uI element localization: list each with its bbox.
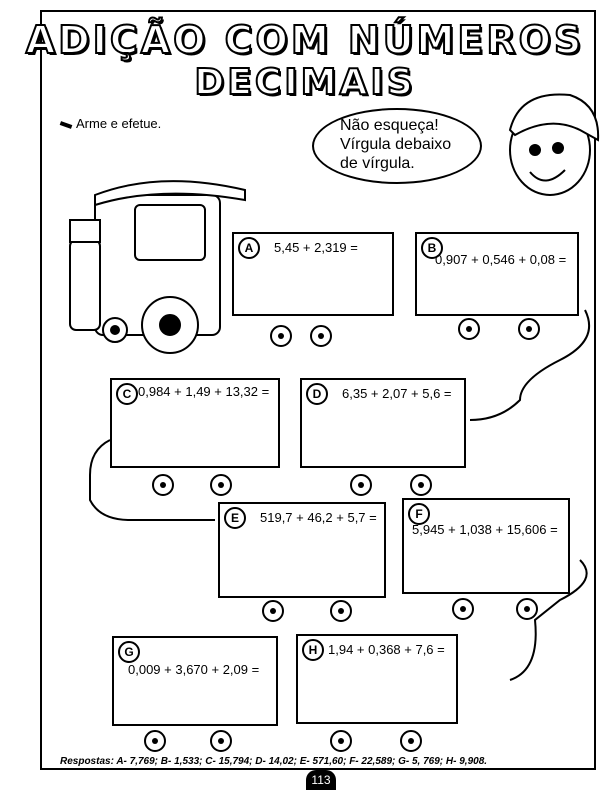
- wheel-icon: [400, 730, 422, 752]
- wheel-icon: [270, 325, 292, 347]
- bubble-line-3: de vírgula.: [340, 155, 415, 172]
- boy-face-icon: [508, 93, 600, 196]
- wheel-icon: [518, 318, 540, 340]
- track-connector: [89, 309, 590, 681]
- page-number: 113: [306, 770, 336, 790]
- exercise-d-label: D: [306, 383, 328, 405]
- exercise-e-label: E: [224, 507, 246, 529]
- exercise-f-label: F: [408, 503, 430, 525]
- wheel-icon: [210, 474, 232, 496]
- wheel-icon: [210, 730, 232, 752]
- exercise-c-expression: 0,984 + 1,49 + 13,32 =: [138, 384, 270, 399]
- wheel-icon: [452, 598, 474, 620]
- wheel-icon: [350, 474, 372, 496]
- wheel-icon: [144, 730, 166, 752]
- exercise-c-box[interactable]: C 0,984 + 1,49 + 13,32 =: [110, 378, 280, 468]
- speech-bubble: [312, 108, 482, 184]
- exercise-h-expression: 1,94 + 0,368 + 7,6 =: [328, 642, 445, 657]
- wheel-icon: [310, 325, 332, 347]
- speech-bubble-text: Não esqueça! Vírgula debaixo de vírgula.: [340, 116, 451, 173]
- wheel-icon: [152, 474, 174, 496]
- train-engine-icon: [69, 180, 246, 354]
- exercise-b-box[interactable]: B 0,907 + 0,546 + 0,08 =: [415, 232, 579, 316]
- bubble-line-2: Vírgula debaixo: [340, 136, 452, 153]
- wheel-icon: [410, 474, 432, 496]
- instruction: Arme e efetue.: [59, 116, 162, 131]
- exercise-d-expression: 6,35 + 2,07 + 5,6 =: [342, 386, 452, 401]
- exercise-f-box[interactable]: F 5,945 + 1,038 + 15,606 =: [402, 498, 570, 594]
- wheel-icon: [330, 600, 352, 622]
- exercise-b-label: B: [421, 237, 443, 259]
- title-line-2: DECIMAIS: [193, 61, 416, 104]
- bubble-line-1: Não esqueça!: [340, 117, 439, 134]
- exercise-e-expression: 519,7 + 46,2 + 5,7 =: [260, 510, 377, 525]
- exercise-g-label: G: [118, 641, 140, 663]
- exercise-a-label: A: [238, 237, 260, 259]
- instruction-text: Arme e efetue.: [76, 116, 162, 131]
- exercise-a-box[interactable]: A 5,45 + 2,319 =: [232, 232, 394, 316]
- exercise-g-box[interactable]: G 0,009 + 3,670 + 2,09 =: [112, 636, 278, 726]
- wheel-icon: [262, 600, 284, 622]
- exercise-c-label: C: [116, 383, 138, 405]
- exercise-f-expression: 5,945 + 1,038 + 15,606 =: [412, 522, 558, 537]
- exercise-g-expression: 0,009 + 3,670 + 2,09 =: [128, 662, 260, 677]
- exercise-e-box[interactable]: E 519,7 + 46,2 + 5,7 =: [218, 502, 386, 598]
- exercise-h-label: H: [302, 639, 324, 661]
- wheel-icon: [330, 730, 352, 752]
- exercise-h-box[interactable]: H 1,94 + 0,368 + 7,6 =: [296, 634, 458, 724]
- exercise-b-expression: 0,907 + 0,546 + 0,08 =: [435, 252, 567, 267]
- exercise-d-box[interactable]: D 6,35 + 2,07 + 5,6 =: [300, 378, 466, 468]
- answers-key: Respostas: A- 7,769; B- 1,533; C- 15,794…: [60, 756, 488, 767]
- page-border: [40, 10, 596, 770]
- wheel-icon: [458, 318, 480, 340]
- exercise-a-expression: 5,45 + 2,319 =: [274, 240, 358, 255]
- wheel-icon: [516, 598, 538, 620]
- title-line-1: ADIÇÃO COM NÚMEROS: [25, 17, 585, 63]
